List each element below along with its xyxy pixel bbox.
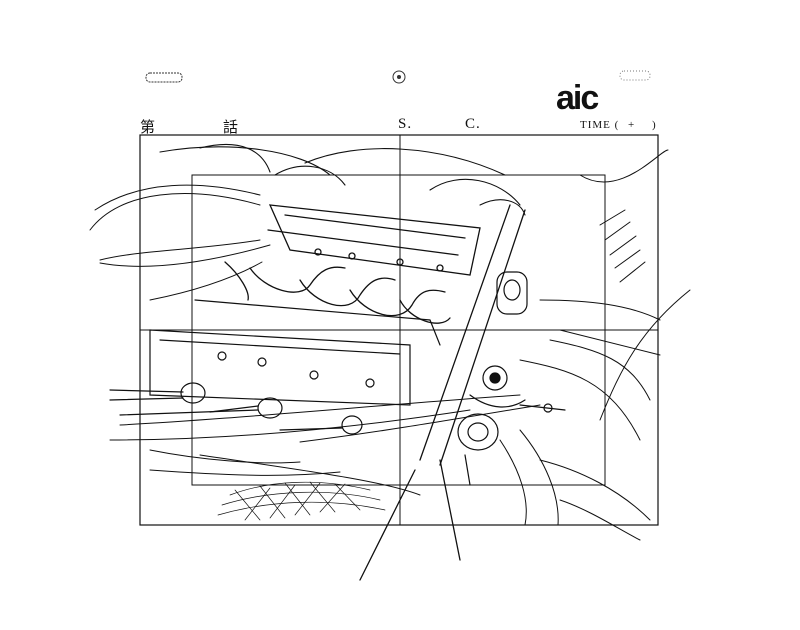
- left-fender-strokes: [89, 184, 271, 301]
- time-close: ): [652, 119, 657, 131]
- left-punch-hole-icon: [145, 72, 183, 83]
- cut-label: C.: [465, 116, 481, 132]
- time-plus: +: [628, 119, 636, 131]
- episode-prefix: 第: [140, 120, 157, 136]
- engine-floor-strokes: [149, 429, 559, 526]
- throttle-body: [457, 271, 566, 486]
- episode-suffix: 話: [223, 120, 240, 136]
- registration-marks: [145, 70, 651, 84]
- scene-label: S.: [398, 116, 413, 132]
- studio-logo: aic: [556, 82, 600, 112]
- net-hatching: [217, 481, 386, 521]
- diagonal-strut: [359, 204, 526, 581]
- spark-plug-leads: [109, 382, 363, 435]
- studio-logo-text: aic: [556, 82, 598, 112]
- cable-strokes: [109, 394, 541, 496]
- right-arch-hatching: [519, 149, 691, 541]
- valve-cover: [149, 299, 441, 406]
- center-peg-hole-icon: [392, 70, 406, 84]
- intake-manifold: [224, 204, 481, 324]
- hood-strokes: [159, 143, 526, 216]
- right-punch-hole-icon: [619, 70, 651, 81]
- time-label: TIME (: [580, 119, 620, 131]
